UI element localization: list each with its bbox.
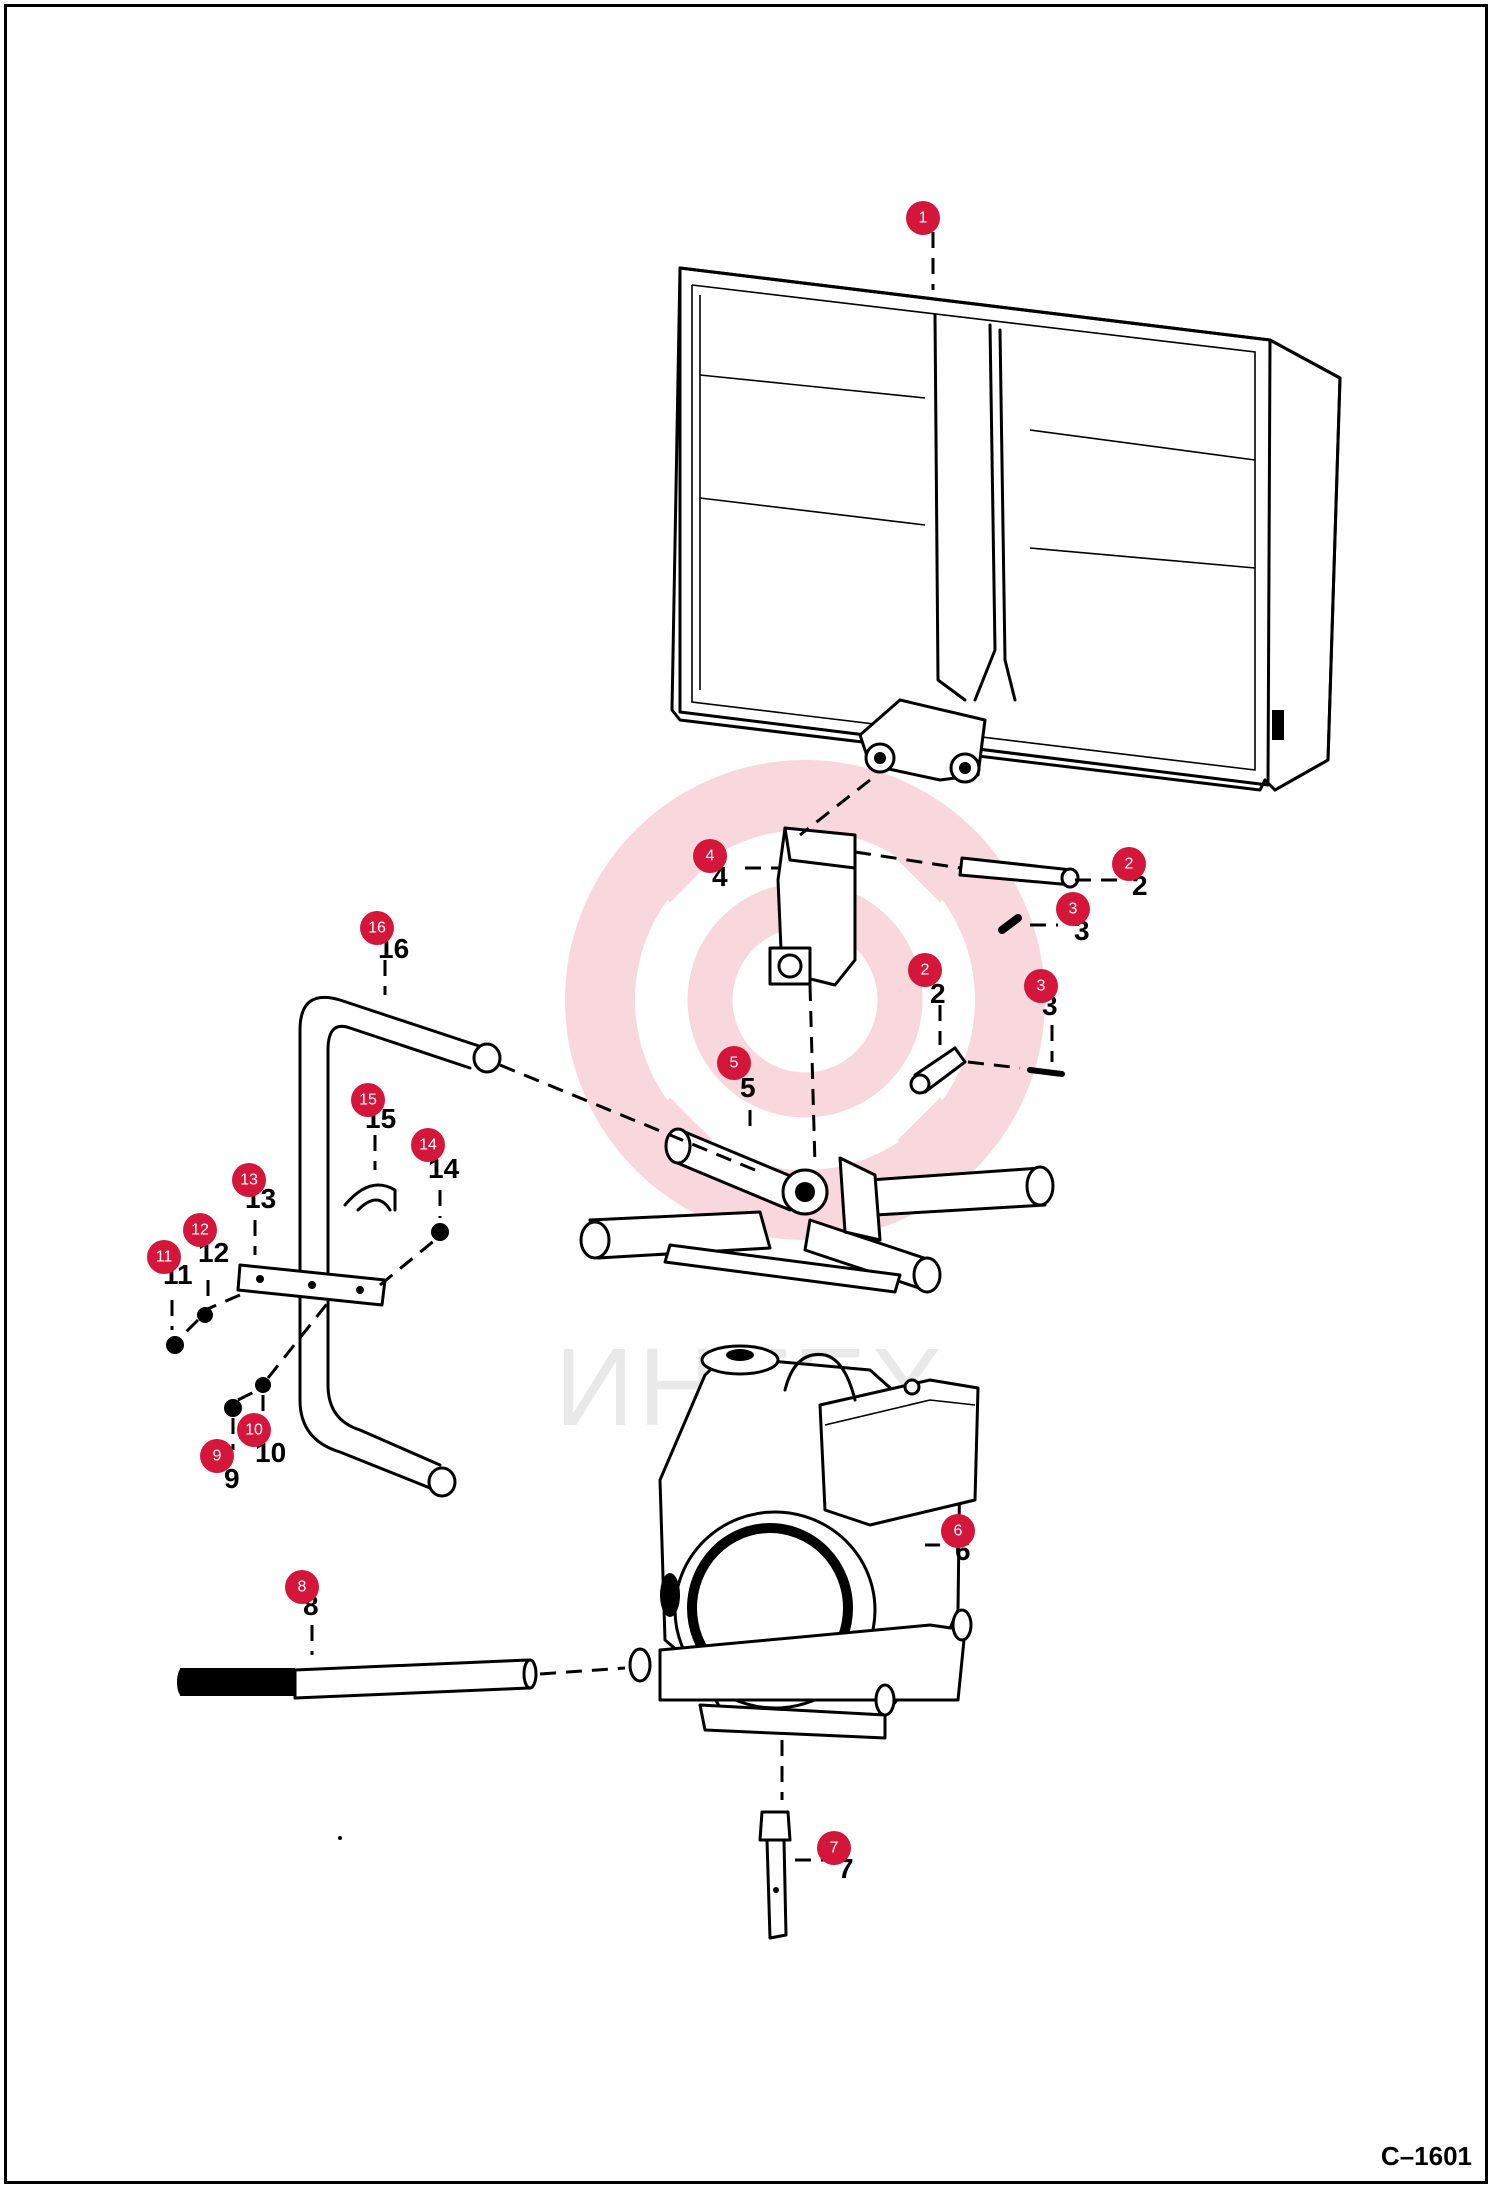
callout-part-5[interactable]: 5	[717, 1046, 751, 1080]
mount-bracket-part	[768, 826, 857, 987]
svg-text:6: 6	[954, 1523, 963, 1540]
callout-part-16[interactable]: 16	[360, 911, 394, 945]
bucket-mount-ears	[858, 698, 987, 784]
part-number-labels: 2 3 4 2 3 5 16 15 14 13 12 11 10 9 6 8 7	[163, 861, 1148, 1884]
callout-part-10[interactable]: 10	[237, 1413, 271, 1447]
svg-text:9: 9	[213, 1448, 222, 1465]
callout-part-11[interactable]: 11	[147, 1240, 181, 1274]
figure-code: C–1601	[1380, 2141, 1472, 2171]
svg-text:3: 3	[1037, 978, 1046, 995]
callout-part-4[interactable]: 4	[693, 839, 727, 873]
callout-part-12[interactable]: 12	[183, 1213, 217, 1247]
part-label-5: 5	[740, 1072, 756, 1103]
callout-part-15[interactable]: 15	[351, 1083, 385, 1117]
svg-text:15: 15	[359, 1092, 377, 1109]
callout-part-7[interactable]: 7	[817, 1831, 851, 1865]
callout-part-2-lower[interactable]: 2	[908, 953, 942, 987]
bucket-part	[670, 266, 1342, 792]
stray-dot	[338, 1836, 342, 1840]
handle-part	[298, 995, 502, 1498]
svg-text:2: 2	[1125, 856, 1134, 873]
pin-part-upper	[958, 856, 1080, 889]
callout-part-13[interactable]: 13	[232, 1163, 266, 1197]
callout-part-3-lower[interactable]: 3	[1024, 969, 1058, 1003]
callouts: 1 2 3 4 2 3 5 16 15 14 13 12 11 10 9 6 8…	[147, 201, 1146, 1865]
part-label-9: 9	[224, 1463, 240, 1494]
svg-text:14: 14	[419, 1137, 437, 1154]
crank-handle-part	[177, 1658, 538, 1700]
svg-text:11: 11	[156, 1249, 173, 1266]
bolt-part	[758, 1810, 792, 1940]
svg-text:16: 16	[368, 920, 386, 937]
svg-text:7: 7	[830, 1840, 839, 1857]
callout-part-6[interactable]: 6	[941, 1514, 975, 1548]
cotter-pin-upper	[998, 914, 1022, 934]
nut-part-9	[224, 1399, 242, 1417]
part-label-2b: 2	[930, 978, 946, 1009]
washer-part-10	[255, 1377, 271, 1393]
svg-text:4: 4	[706, 848, 715, 865]
callout-part-1[interactable]: 1	[906, 201, 940, 235]
u-bolt-part	[343, 1183, 397, 1212]
clamp-plate-part	[236, 1263, 387, 1307]
svg-text:12: 12	[191, 1222, 209, 1239]
engine-part	[628, 1344, 980, 1740]
callout-part-2-upper[interactable]: 2	[1112, 847, 1146, 881]
callout-part-3-upper[interactable]: 3	[1056, 892, 1090, 926]
svg-text:1: 1	[919, 210, 928, 227]
callout-part-8[interactable]: 8	[285, 1570, 319, 1604]
diagram-frame	[4, 4, 1488, 2184]
svg-text:13: 13	[240, 1172, 258, 1189]
cotter-pin-lower	[1027, 1067, 1065, 1077]
svg-text:5: 5	[730, 1055, 739, 1072]
svg-text:3: 3	[1069, 901, 1078, 918]
svg-text:10: 10	[245, 1422, 263, 1439]
callout-part-9[interactable]: 9	[200, 1439, 234, 1473]
nut-part-14	[431, 1223, 449, 1241]
cross-frame-part	[579, 1127, 1055, 1294]
svg-text:8: 8	[298, 1579, 307, 1596]
pin-part-lower	[909, 1046, 967, 1095]
callout-part-14[interactable]: 14	[411, 1128, 445, 1162]
washer-part-12	[197, 1307, 213, 1323]
svg-text:2: 2	[921, 962, 930, 979]
nut-part-11	[166, 1336, 184, 1354]
